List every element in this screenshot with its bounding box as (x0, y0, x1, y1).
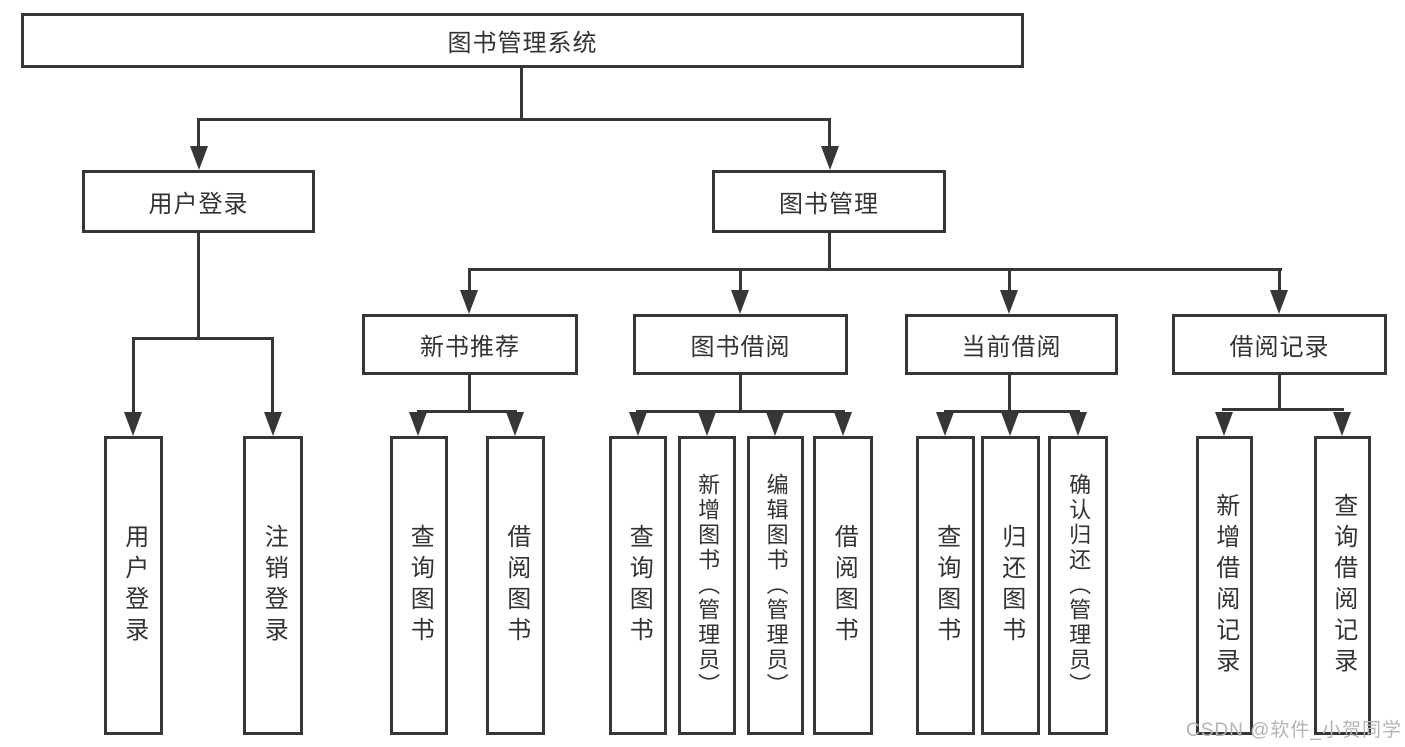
node-root-label: 图书管理系统 (447, 30, 598, 57)
connector-vline (468, 268, 471, 292)
connector-vline (828, 233, 831, 268)
node-label: 查询图书 (406, 523, 434, 648)
node-leaf-return-books: 归还图书 (981, 436, 1040, 735)
node-label: 借阅记录 (1229, 334, 1330, 361)
connector-vline (1278, 375, 1281, 408)
connector-vline (197, 118, 200, 148)
connector-vline (739, 268, 742, 292)
node-leaf-confirm-return-admin: 确认归还（管理员） (1048, 436, 1108, 735)
arrowhead-down-icon (766, 412, 784, 436)
arrowhead-down-icon (190, 146, 208, 170)
node-label: 图书管理 (779, 191, 879, 218)
node-label: 查询借阅记录 (1329, 492, 1357, 679)
arrowhead-down-icon (1000, 290, 1018, 314)
node-label: 用户登录 (120, 523, 148, 648)
connector-hline (1222, 408, 1344, 411)
connector-vline (197, 233, 200, 337)
node-leaf-edit-books-admin: 编辑图书（管理员） (747, 436, 804, 735)
arrowhead-down-icon (460, 290, 478, 314)
connector-vline (468, 375, 471, 410)
node-leaf-user-login: 用户登录 (104, 436, 163, 735)
node-label: 新增借阅记录 (1211, 492, 1239, 679)
arrowhead-down-icon (731, 290, 749, 314)
arrowhead-down-icon (821, 146, 839, 170)
connector-hline (197, 118, 831, 121)
arrowhead-down-icon (1270, 290, 1288, 314)
arrowhead-down-icon (124, 412, 142, 436)
node-label: 用户登录 (148, 191, 249, 218)
node-leaf-query-books-recommend: 查询图书 (390, 436, 448, 735)
node-label: 新增图书（管理员） (695, 473, 721, 698)
node-label: 图书借阅 (690, 334, 791, 361)
connector-hline (636, 410, 845, 413)
connector-vline (132, 337, 135, 414)
csdn-watermark: CSDN @软件_小贺同学 (1186, 720, 1402, 741)
connector-vline (1008, 375, 1011, 410)
arrowhead-down-icon (936, 412, 954, 436)
arrowhead-down-icon (506, 412, 524, 436)
connector-vline (520, 68, 523, 118)
connector-vline (271, 337, 274, 414)
arrowhead-down-icon (629, 412, 647, 436)
node-label: 借阅图书 (502, 523, 530, 648)
node-label: 编辑图书（管理员） (763, 473, 789, 698)
node-root: 图书管理系统 (21, 13, 1024, 68)
connector-hline (132, 337, 274, 340)
node-label: 查询图书 (932, 523, 960, 648)
node-label: 确认归还（管理员） (1066, 473, 1092, 698)
node-book-borrow: 图书借阅 (633, 314, 848, 375)
node-label: 查询图书 (625, 523, 653, 648)
node-label: 当前借阅 (961, 334, 1062, 361)
node-label: 借阅图书 (830, 523, 858, 648)
node-label: 归还图书 (997, 523, 1025, 648)
connector-vline (1278, 268, 1281, 292)
arrowhead-down-icon (1069, 412, 1087, 436)
connector-hline (944, 410, 1080, 413)
node-current-borrow: 当前借阅 (905, 314, 1118, 375)
connector-hline (417, 410, 517, 413)
node-leaf-borrow-books-recommend: 借阅图书 (486, 436, 545, 735)
connector-vline (828, 118, 831, 148)
node-new-book-recommend: 新书推荐 (362, 314, 578, 375)
node-label: 新书推荐 (420, 334, 520, 361)
node-leaf-add-borrow-record: 新增借阅记录 (1196, 436, 1253, 735)
node-leaf-query-borrow-record: 查询借阅记录 (1314, 436, 1371, 735)
node-leaf-query-books-current: 查询图书 (916, 436, 975, 735)
node-book-management: 图书管理 (712, 170, 946, 233)
arrowhead-down-icon (409, 412, 427, 436)
node-label: 注销登录 (260, 523, 288, 648)
arrowhead-down-icon (1001, 412, 1019, 436)
arrowhead-down-icon (264, 412, 282, 436)
node-leaf-logout: 注销登录 (243, 436, 303, 735)
arrowhead-down-icon (1215, 412, 1233, 436)
node-borrow-records: 借阅记录 (1172, 314, 1387, 375)
node-leaf-add-books-admin: 新增图书（管理员） (678, 436, 736, 735)
node-leaf-query-books-borrow: 查询图书 (609, 436, 667, 735)
node-user-login: 用户登录 (82, 170, 315, 233)
connector-hline (468, 268, 1282, 271)
arrowhead-down-icon (698, 412, 716, 436)
connector-vline (739, 375, 742, 410)
connector-vline (1008, 268, 1011, 292)
arrowhead-down-icon (1333, 412, 1351, 436)
arrowhead-down-icon (834, 412, 852, 436)
node-leaf-borrow-books: 借阅图书 (813, 436, 873, 735)
